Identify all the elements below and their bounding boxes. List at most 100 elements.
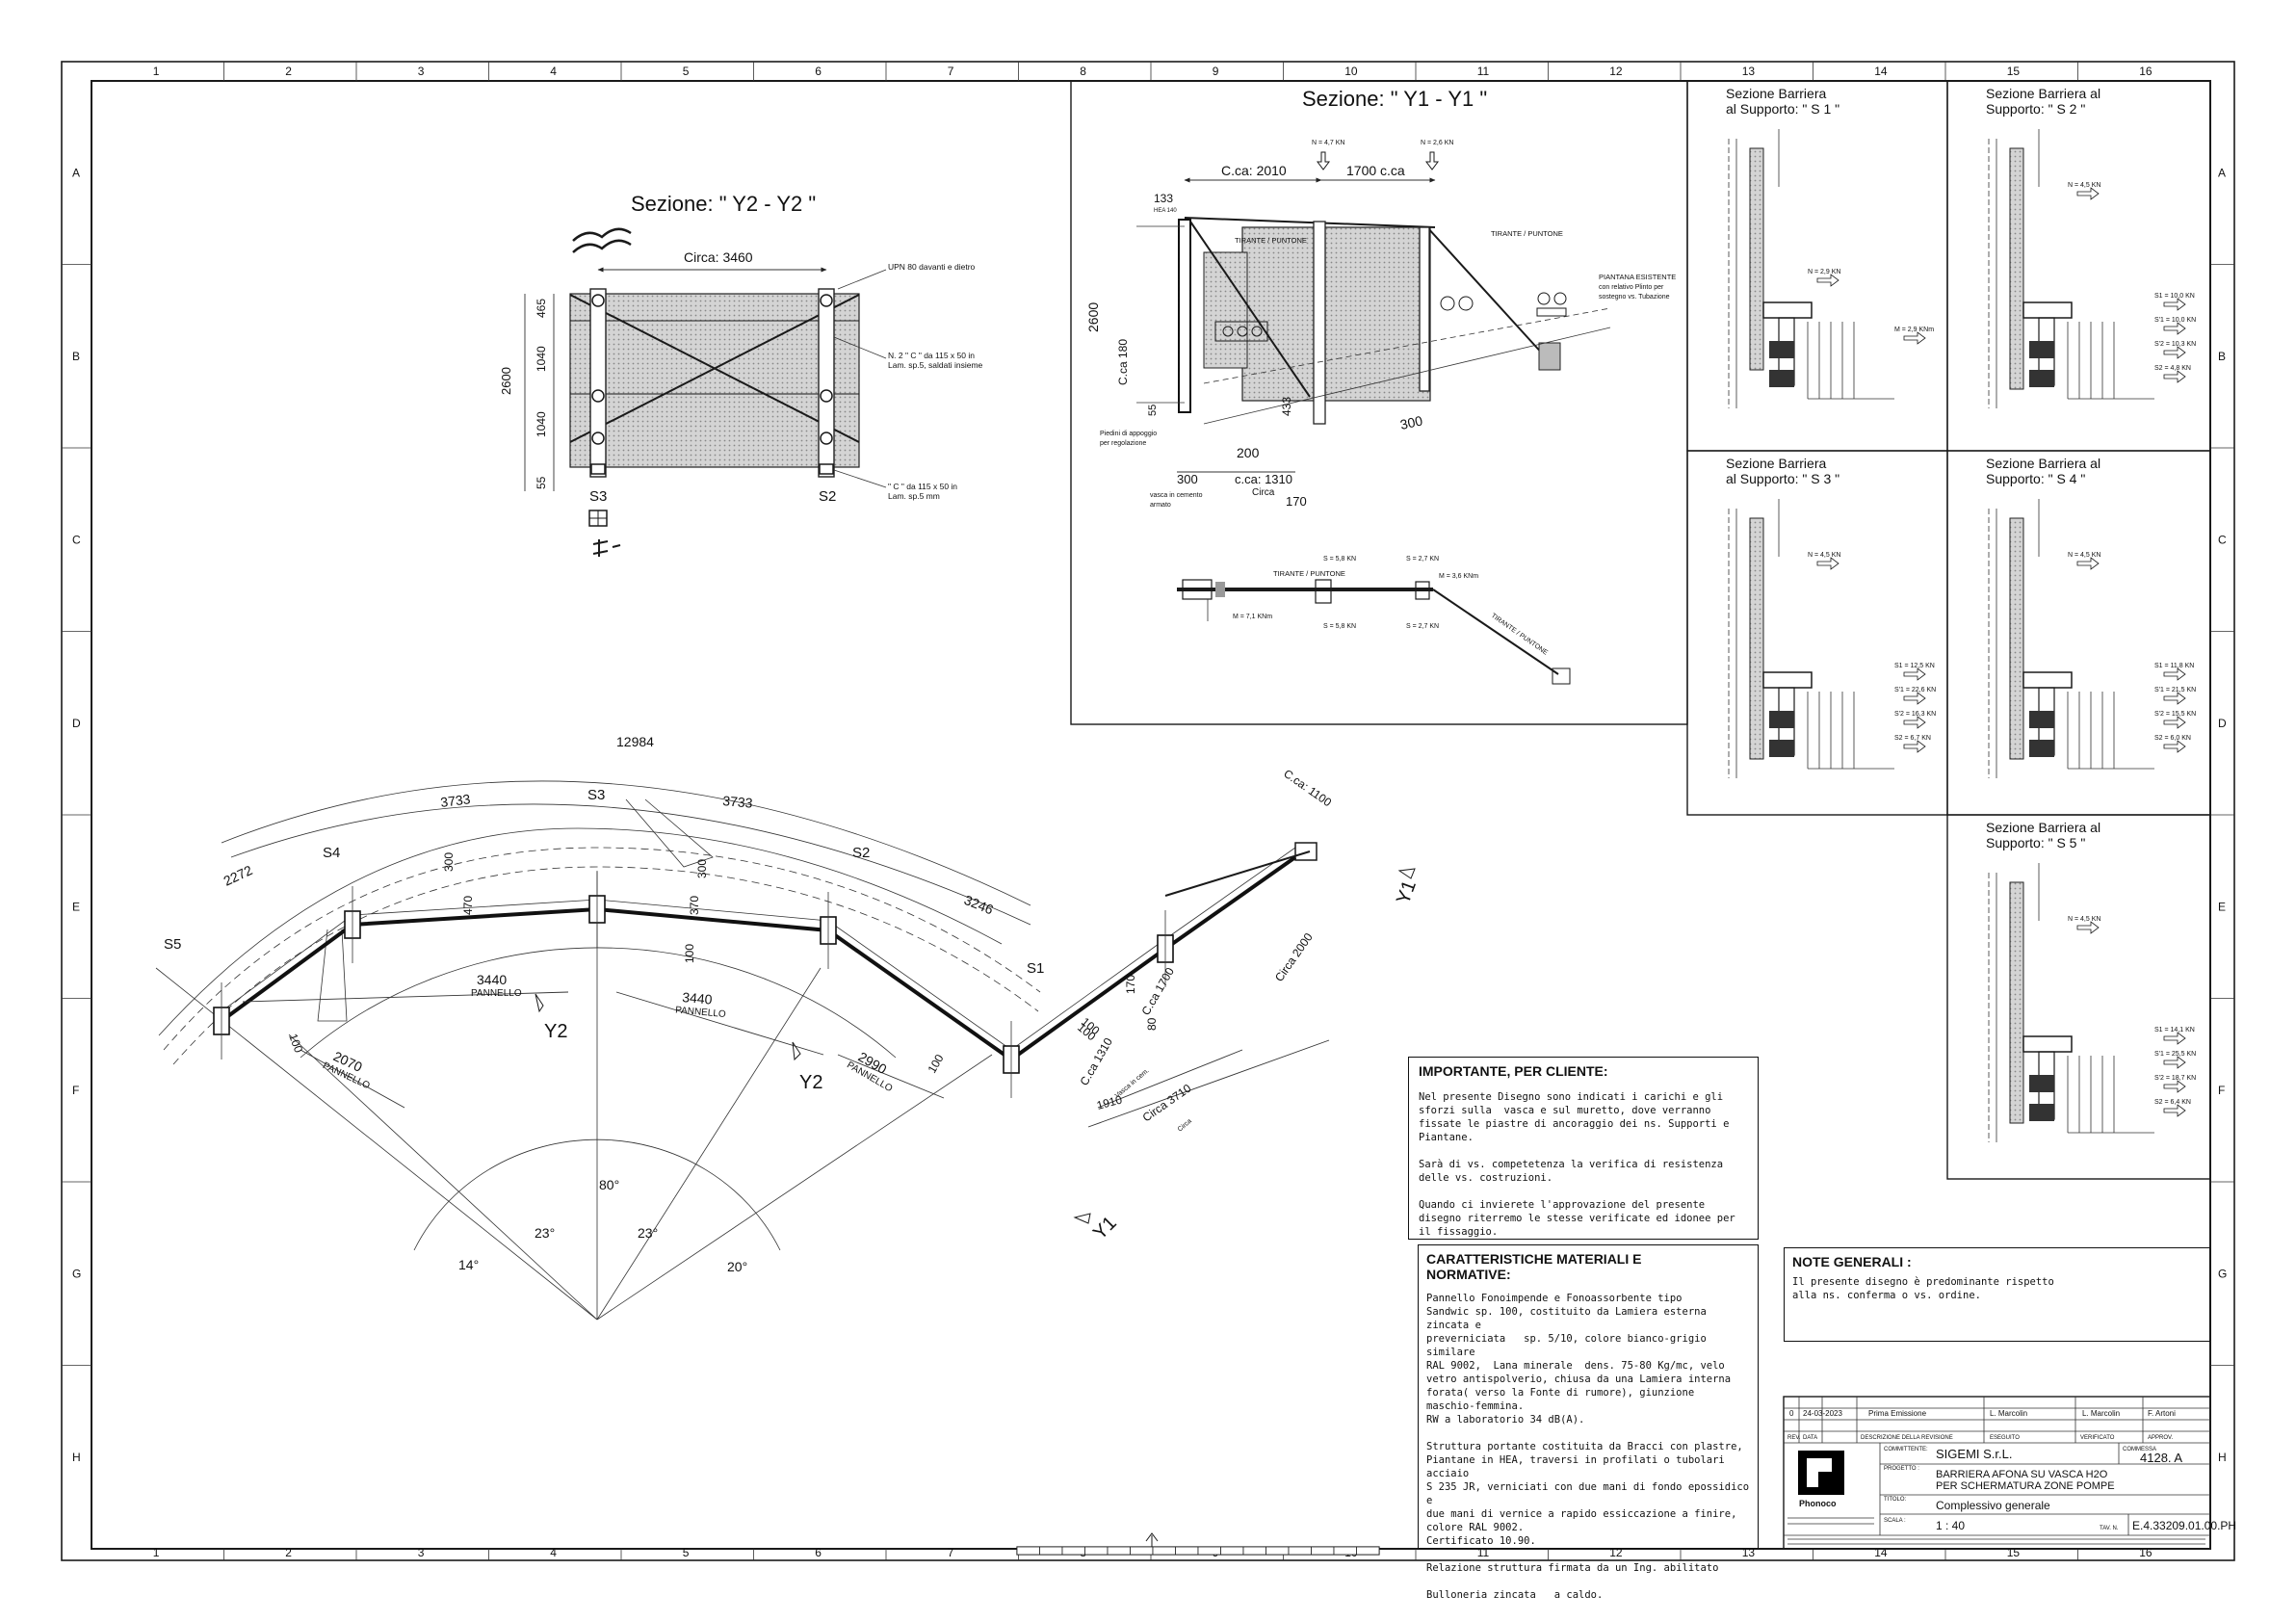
row-label-left: E — [72, 900, 80, 913]
support-title-1: Sezione Barriera — [1726, 456, 1826, 471]
support-force-label: S2 = 6,7 KN — [1894, 735, 1931, 742]
support-force-label: S1 = 10,0 KN — [2154, 293, 2195, 300]
row-label-left: A — [72, 166, 80, 179]
materials-note-box: CARATTERISTICHE MATERIALI E NORMATIVE: P… — [1418, 1244, 1759, 1601]
section-marker: Y2 — [544, 1021, 567, 1042]
row-label-right: D — [2218, 717, 2227, 730]
y2-note-upn: UPN 80 davanti e dietro — [888, 262, 976, 272]
plan-support-label: S1 — [1027, 960, 1044, 977]
y1-dim-133: 133 — [1154, 192, 1173, 205]
y1-vasca-2: armato — [1150, 502, 1171, 509]
y2-dim-1040a: 1040 — [535, 346, 548, 372]
y1-plan-force-2: S = 2,7 KN — [1406, 556, 1439, 562]
plan-small-dim: 100 — [286, 1032, 305, 1055]
important-note-box: IMPORTANTE, PER CLIENTE: Nel presente Di… — [1408, 1057, 1759, 1240]
plan-right-dim: C.ca 1310 — [1077, 1035, 1115, 1088]
tb-client-label: COMMITTENTE: — [1884, 1447, 1928, 1452]
y2-support-s3: S3 — [589, 488, 607, 505]
support-sections: Sezione Barriera al Supporto: " S 1 " N = … — [1686, 80, 2211, 1180]
tb-table-label: TAV. N. — [2100, 1526, 2119, 1531]
tb-h-drawn: ESEGUITO — [1990, 1435, 2020, 1441]
column-label-bottom: 5 — [683, 1546, 690, 1559]
tb-client: SIGEMI S.r.L. — [1936, 1447, 2012, 1461]
plan-small-dim: 80 — [1145, 1017, 1159, 1031]
column-label-top: 4 — [550, 65, 557, 78]
tb-scale: 1 : 40 — [1936, 1519, 1965, 1532]
y2-height-dim: 2600 — [499, 367, 513, 395]
support-title-2: al Supporto: " S 1 " — [1726, 101, 1839, 117]
tb-project-1: BARRIERA AFONA SU VASCA H2O — [1936, 1469, 2108, 1480]
title-block: Phonoco 0 24-03-2023 Prima Emissione L. Mar… — [1016, 1396, 2236, 1556]
y1-dim-cca1310: c.ca: 1310 — [1235, 472, 1292, 486]
column-label-top: 8 — [1080, 65, 1086, 78]
y2-note-c1: N. 2 " C " da 115 x 50 in — [888, 351, 975, 360]
support-force-label: S1 = 14,1 KN — [2154, 1027, 2195, 1033]
column-label-top: 11 — [1477, 65, 1490, 78]
column-label-top: 9 — [1213, 65, 1219, 78]
plan-right-dim: 1910 — [1095, 1092, 1124, 1112]
y1-dim-cca2010: C.ca: 2010 — [1221, 163, 1287, 178]
column-label-bottom: 6 — [815, 1546, 822, 1559]
column-label-top: 12 — [1609, 65, 1623, 78]
tb-rev: 0 — [1789, 1409, 1794, 1418]
support-force-label: N = 4,5 KN — [2068, 552, 2100, 559]
row-label-right: B — [2218, 350, 2226, 363]
support-force-label: S'2 = 10,3 KN — [2154, 341, 2196, 348]
general-note-body: Il presente disegno è predominante rispe… — [1792, 1276, 2054, 1301]
row-label-left: H — [72, 1451, 81, 1464]
column-label-bottom: 11 — [1477, 1546, 1490, 1559]
y1-dim-1700: 1700 c.ca — [1346, 163, 1405, 178]
plan-small-dim: 170 — [1124, 975, 1137, 994]
column-label-top: 14 — [1874, 65, 1888, 78]
support-force-label: N = 4,5 KN — [1808, 552, 1840, 559]
y1-dim-cca180: C.ca 180 — [1116, 339, 1130, 385]
plan-support-label: S2 — [852, 845, 870, 861]
section-marker: Y1 — [1089, 1213, 1121, 1244]
column-label-top: 7 — [948, 65, 954, 78]
tb-title: Complessivo generale — [1936, 1499, 2050, 1512]
tb-drawn: L. Marcolin — [1990, 1409, 2027, 1418]
tb-date: 24-03-2023 — [1803, 1409, 1842, 1418]
plan-angle: 80° — [599, 1177, 619, 1192]
column-label-bottom: 14 — [1874, 1546, 1888, 1559]
general-note-box: NOTE GENERALI : Il presente disegno è pr… — [1784, 1247, 2210, 1342]
tb-approved: F. Artoni — [2148, 1409, 2176, 1418]
section-marker: Y1 — [1393, 877, 1421, 907]
y2-support-s2: S2 — [819, 488, 836, 505]
support-force-label: S'2 = 16,3 KN — [1894, 711, 1936, 718]
y1-tirante-2: TIRANTE / PUNTONE — [1491, 229, 1563, 238]
plan-support-label: S4 — [323, 845, 340, 861]
column-label-bottom: 16 — [2139, 1546, 2152, 1559]
row-label-left: G — [72, 1267, 81, 1280]
plan-right-dim: C.ca 1700 — [1138, 965, 1177, 1018]
plan-small-dim: 470 — [461, 896, 475, 915]
tb-h-approved: APPROV. — [2148, 1435, 2173, 1441]
column-label-bottom: 2 — [285, 1546, 292, 1559]
plan-right-small: Vasca in cem. — [1114, 1067, 1151, 1099]
section-y2: Sezione: " Y2 - Y2 " Circa: 3460 2600 46… — [499, 192, 983, 557]
column-label-bottom: 7 — [948, 1546, 954, 1559]
y1-dim-200: 200 — [1237, 445, 1260, 460]
y2-note-c4: Lam. sp.5 mm — [888, 491, 940, 501]
plan-support-label: S3 — [587, 787, 605, 803]
support-force-label: S'2 = 18,7 KN — [2154, 1075, 2196, 1082]
column-label-top: 5 — [683, 65, 690, 78]
row-label-left: D — [72, 717, 81, 730]
tb-description: Prima Emissione — [1868, 1409, 1927, 1418]
tb-order: 4128. A — [2140, 1451, 2182, 1465]
company-logo-text: Phonoco — [1799, 1499, 1837, 1508]
plan-small-dim: 300 — [442, 852, 456, 872]
tb-h-rev: REV. — [1787, 1435, 1801, 1441]
row-label-right: A — [2218, 166, 2226, 179]
y1-dim-300a: 300 — [1398, 412, 1423, 432]
y1-plan-force-1: S = 5,8 KN — [1323, 556, 1356, 562]
plan-right-dim: Circa 2000 — [1272, 930, 1316, 984]
tb-table-no: E.4.33209.01.00.PH — [2132, 1519, 2236, 1532]
plan-panel-value: 3440 — [682, 989, 714, 1007]
column-label-bottom: 3 — [418, 1546, 425, 1559]
y1-dim-55: 55 — [1147, 405, 1159, 416]
row-label-left: F — [72, 1084, 79, 1097]
y1-force-n2: N = 2,6 KN — [1421, 140, 1453, 146]
support-title-2: Supporto: " S 2 " — [1986, 101, 2085, 117]
